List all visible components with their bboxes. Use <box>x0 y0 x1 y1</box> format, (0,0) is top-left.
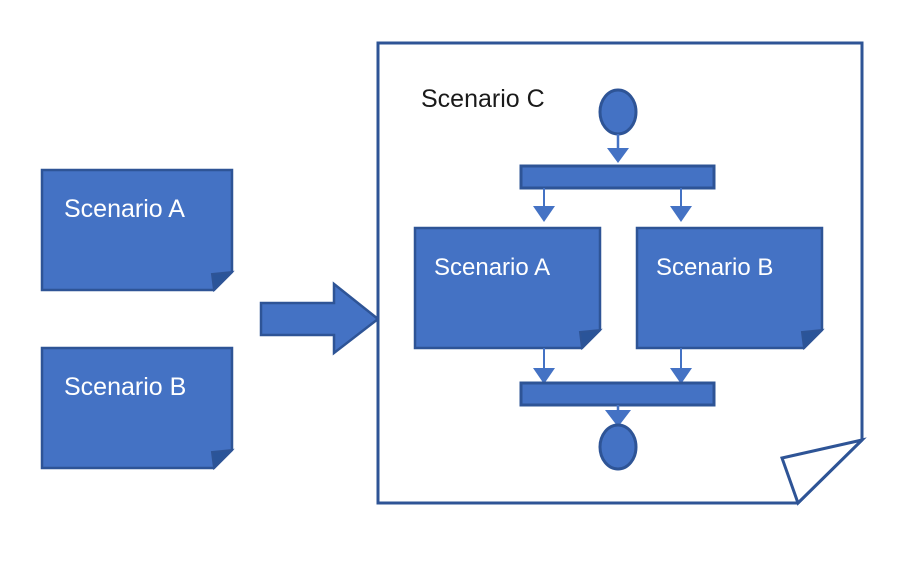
edge-fork-to-scenario-a-arrowhead <box>533 206 555 222</box>
edge-scenario-b-to-join <box>670 348 692 384</box>
composition-arrow-shape[interactable] <box>259 281 381 356</box>
edge-scenario-a-to-join-arrowhead <box>533 368 555 384</box>
edge-fork-to-scenario-b <box>670 188 692 222</box>
left-scenario-b-fold <box>210 448 235 471</box>
composition-arrow-body <box>259 281 381 356</box>
join-bar-rect <box>519 381 716 407</box>
left-scenario-b-body <box>40 346 234 470</box>
initial-node-shape[interactable] <box>598 88 638 136</box>
inner-scenario-b-fold <box>800 328 825 351</box>
fork-bar-shape[interactable] <box>519 164 716 190</box>
inner-scenario-a-fold <box>578 328 603 351</box>
fork-bar-rect <box>519 164 716 190</box>
final-node-shape[interactable] <box>598 423 638 471</box>
left-scenario-a-fold <box>210 270 235 293</box>
initial-node-ellipse <box>598 88 638 136</box>
left-scenario-a-shape[interactable] <box>40 168 235 293</box>
edge-scenario-b-to-join-arrowhead <box>670 368 692 384</box>
inner-scenario-b-shape[interactable] <box>635 226 825 351</box>
edge-scenario-a-to-join <box>533 348 555 384</box>
edge-join-to-end <box>605 405 631 427</box>
edge-start-to-fork-arrowhead <box>607 148 629 163</box>
left-scenario-b-shape[interactable] <box>40 346 235 471</box>
inner-scenario-a-body <box>413 226 602 350</box>
inner-scenario-a-shape[interactable] <box>413 226 603 351</box>
inner-scenario-b-body <box>635 226 824 350</box>
edge-start-to-fork <box>607 134 629 163</box>
join-bar-shape[interactable] <box>519 381 716 407</box>
edge-join-to-end-arrowhead <box>605 410 631 427</box>
left-scenario-a-body <box>40 168 234 292</box>
scenario-c-container-fold <box>780 437 867 506</box>
scenario-c-container-shape[interactable] <box>376 41 867 506</box>
final-node-ellipse <box>598 423 638 471</box>
edge-fork-to-scenario-b-arrowhead <box>670 206 692 222</box>
edge-fork-to-scenario-a <box>533 188 555 222</box>
